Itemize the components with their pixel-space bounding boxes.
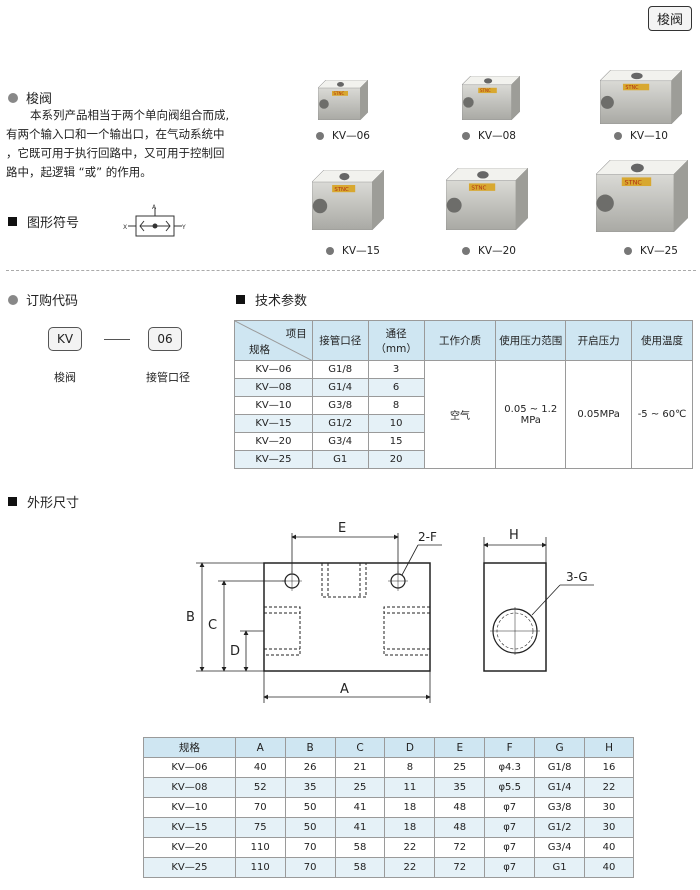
tech-header: 开启压力 [565,320,633,361]
dims-header: E [434,737,486,758]
dims-header: H [584,737,634,758]
dims-header: F [484,737,536,758]
svg-text:STNC: STNC [334,91,345,96]
tech-title: 技术参数 [236,290,307,309]
product-photo-5: STNC [446,168,528,230]
bullet-square-icon [8,497,17,506]
svg-text:3-G: 3-G [566,570,588,584]
tech-header: 使用压力范围 [495,320,567,361]
svg-text:A: A [152,204,157,211]
product-photo-6: STNC [596,160,688,232]
order-title: 订购代码 [8,290,78,309]
svg-text:Y: Y [181,224,186,231]
tech-header: 接管口径 [311,320,369,361]
bullet-square-icon [236,295,245,304]
dims-header: C [334,737,386,758]
svg-text:STNC: STNC [334,187,349,193]
symbol-title: 图形符号 [8,212,79,231]
product-label: KV—20 [462,245,516,257]
table-row: KV—20 G3/4 15 [234,432,693,451]
bullet-dot-icon [8,92,18,103]
product-label: KV—08 [462,130,516,142]
product-label: KV—15 [326,245,380,257]
order-code-series-caption: 梭阀 [54,371,76,384]
svg-text:B: B [186,610,195,625]
product-label: KV—10 [614,130,668,142]
tech-open-pressure: 0.05MPa [565,360,633,469]
bullet-square-icon [8,217,17,226]
category-tag: 梭阀 [647,6,692,31]
dims-header: 规格 [143,737,236,758]
svg-text:2-F: 2-F [418,530,437,544]
bullet-dot-icon [462,132,470,140]
order-code-port: 06 [148,327,182,351]
svg-text:STNC: STNC [471,186,486,192]
dims-title: 外形尺寸 [8,492,79,511]
dims-header: G [534,737,586,758]
tech-params-table: 项目 规格 接管口径 通径（mm） 工作介质 使用压力范围 开启压力 使用温度 … [234,320,693,469]
product-photo-1: STNC [318,80,368,120]
table-row: KV—10 G3/8 8 [234,396,693,415]
svg-text:STNC: STNC [625,85,639,91]
order-code-series: KV [48,327,82,351]
bullet-dot-icon [614,132,622,140]
tech-header: 通径（mm） [367,320,425,361]
svg-text:X: X [123,224,127,231]
svg-text:A: A [340,682,349,697]
svg-text:C: C [208,618,217,633]
bullet-dot-icon [624,247,632,255]
bullet-dot-icon [8,294,18,305]
svg-text:H: H [509,528,519,543]
intro-description: 本系列产品相当于两个单向阀组合而成, 有两个输入口和一个输出口，在气动系统中 ，… [6,108,230,179]
code-dash [104,339,130,340]
order-code-port-caption: 接管口径 [146,371,190,384]
tech-header: 使用温度 [631,320,693,361]
dims-header: B [284,737,336,758]
dims-header: D [384,737,436,758]
bullet-dot-icon [326,247,334,255]
svg-text:STNC: STNC [625,179,643,187]
table-row: KV—08 G1/4 6 [234,378,693,397]
tech-corner-cell: 项目 规格 [234,320,313,361]
tech-temperature: -5 ~ 60℃ [631,360,693,469]
tech-header: 工作介质 [423,320,497,361]
product-label: KV—06 [316,130,370,142]
table-row: KV—25 G1 20 [234,450,693,469]
bullet-dot-icon [462,247,470,255]
table-row: KV—15 G1/2 10 [234,414,693,433]
svg-text:E: E [338,521,346,536]
intro-title: 梭阀 [8,88,52,107]
svg-text:STNC: STNC [480,88,491,93]
product-photo-2: STNC [462,76,520,120]
dims-header: A [234,737,286,758]
shuttle-valve-symbol-icon: A X Y [123,204,186,237]
tech-medium: 空气 [423,360,497,469]
dimension-drawing: E 2-F A B C D H 3-G [186,521,594,703]
product-photo-3: STNC [600,70,682,124]
product-photo-4: STNC [312,170,384,230]
product-label: KV—25 [624,245,678,257]
bullet-dot-icon [316,132,324,140]
divider [6,270,696,271]
svg-text:D: D [230,644,240,659]
